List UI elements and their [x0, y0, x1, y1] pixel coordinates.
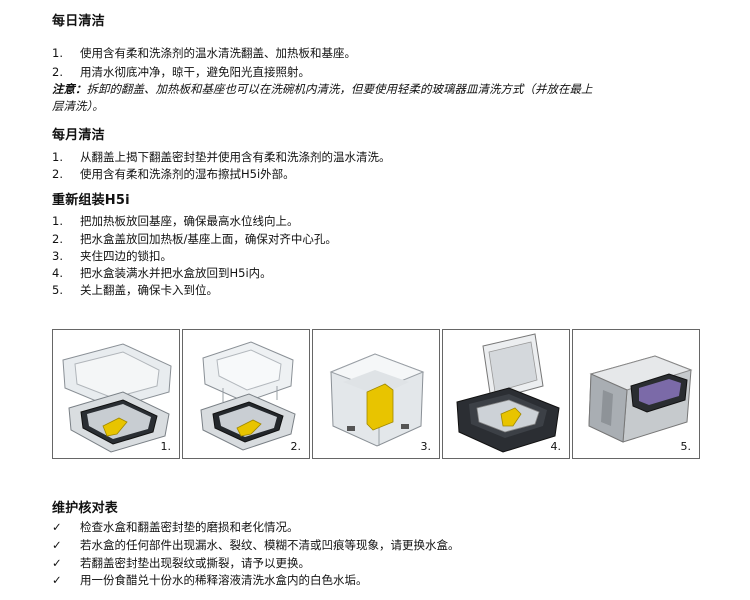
- reassemble-item-5: 5. 关上翻盖，确保卡入到位。: [52, 282, 218, 298]
- checklist-item-4: ✓ 用一份食醋兑十份水的稀释溶液清洗水盒内的白色水垢。: [52, 572, 368, 588]
- monthly-item-2-num: 2.: [52, 167, 63, 181]
- checklist-item-3: ✓ 若翻盖密封垫出现裂纹或撕裂，请予以更换。: [52, 555, 310, 571]
- reassemble-item-3-num: 3.: [52, 249, 63, 263]
- figure-2: 2.: [182, 329, 310, 459]
- reassemble-item-4-text: 把水盒装满水并把水盒放回到H5i内。: [80, 266, 272, 280]
- reassemble-item-5-text: 关上翻盖，确保卡入到位。: [80, 283, 218, 297]
- figure-1-number: 1.: [160, 440, 172, 453]
- figure-5-number: 5.: [680, 440, 692, 453]
- daily-item-2-text: 用清水彻底冲净，晾干，避免阳光直接照射。: [80, 65, 310, 79]
- reassemble-item-1: 1. 把加热板放回基座，确保最高水位线向上。: [52, 213, 299, 229]
- daily-item-1: 1. 使用含有柔和洗涤剂的温水清洗翻盖、加热板和基座。: [52, 45, 356, 61]
- check-icon: ✓: [52, 556, 62, 570]
- figure-3: 3.: [312, 329, 440, 459]
- reassemble-item-2-num: 2.: [52, 232, 63, 246]
- monthly-item-2: 2. 使用含有柔和洗涤剂的湿布擦拭H5i外部。: [52, 166, 295, 182]
- check-icon: ✓: [52, 573, 62, 587]
- daily-item-2: 2. 用清水彻底冲净，晾干，避免阳光直接照射。: [52, 64, 310, 80]
- check-icon: ✓: [52, 520, 62, 534]
- monthly-item-2-text: 使用含有柔和洗涤剂的湿布擦拭H5i外部。: [80, 167, 295, 181]
- note-line-2: 层清洗）。: [52, 99, 104, 113]
- tub-lid-lowering-illustration: [200, 341, 296, 451]
- reassemble-item-2: 2. 把水盒盖放回加热板/基座上面，确保对齐中心孔。: [52, 231, 337, 247]
- reassemble-item-2-text: 把水盒盖放回加热板/基座上面，确保对齐中心孔。: [80, 232, 337, 246]
- figure-4-number: 4.: [550, 440, 562, 453]
- monthly-item-1-text: 从翻盖上揭下翻盖密封垫并使用含有柔和洗涤剂的温水清洗。: [80, 150, 391, 164]
- monthly-heading: 每月清洁: [52, 128, 105, 143]
- device-open-insert-tub-illustration: [456, 333, 560, 453]
- device-closed-illustration: [588, 355, 693, 443]
- checklist-item-3-text: 若翻盖密封垫出现裂纹或撕裂，请予以更换。: [80, 556, 310, 570]
- reassemble-item-1-num: 1.: [52, 214, 63, 228]
- tub-assembled-illustration: [329, 353, 425, 447]
- reassemble-item-3: 3. 夹住四边的锁扣。: [52, 248, 172, 264]
- note-label: 注意：: [52, 82, 87, 96]
- check-icon: ✓: [52, 538, 62, 552]
- checklist-item-2-text: 若水盒的任何部件出现漏水、裂纹、模糊不清或凹痕等现象，请更换水盒。: [80, 538, 460, 552]
- reassemble-item-1-text: 把加热板放回基座，确保最高水位线向上。: [80, 214, 299, 228]
- daily-item-1-text: 使用含有柔和洗涤剂的温水清洗翻盖、加热板和基座。: [80, 46, 356, 60]
- checklist-item-1-text: 检查水盒和翻盖密封垫的磨损和老化情况。: [80, 520, 299, 534]
- figure-3-number: 3.: [420, 440, 432, 453]
- checklist-item-4-text: 用一份食醋兑十份水的稀释溶液清洗水盒内的白色水垢。: [80, 573, 368, 587]
- figure-5: 5.: [572, 329, 700, 459]
- daily-item-1-num: 1.: [52, 46, 63, 60]
- reassemble-item-4-num: 4.: [52, 266, 63, 280]
- monthly-item-1: 1. 从翻盖上揭下翻盖密封垫并使用含有柔和洗涤剂的温水清洗。: [52, 149, 391, 165]
- reassemble-item-3-text: 夹住四边的锁扣。: [80, 249, 172, 263]
- checklist-heading: 维护核对表: [52, 501, 119, 516]
- checklist-item-1: ✓ 检查水盒和翻盖密封垫的磨损和老化情况。: [52, 519, 299, 535]
- reassemble-item-5-num: 5.: [52, 283, 63, 297]
- figure-2-number: 2.: [290, 440, 302, 453]
- monthly-item-1-num: 1.: [52, 150, 63, 164]
- note-line-1: 拆卸的翻盖、加热板和基座也可以在洗碗机内清洗，但要使用轻柔的玻璃器皿清洗方式（并…: [86, 82, 593, 96]
- checklist-item-2: ✓ 若水盒的任何部件出现漏水、裂纹、模糊不清或凹痕等现象，请更换水盒。: [52, 537, 460, 553]
- figure-1: 1.: [52, 329, 180, 459]
- daily-item-2-num: 2.: [52, 65, 63, 79]
- tub-lid-open-illustration: [62, 343, 172, 453]
- daily-note: 注意：拆卸的翻盖、加热板和基座也可以在洗碗机内清洗，但要使用轻柔的玻璃器皿清洗方…: [52, 81, 692, 115]
- reassemble-item-4: 4. 把水盒装满水并把水盒放回到H5i内。: [52, 265, 272, 281]
- reassemble-heading: 重新组装H5i: [52, 193, 130, 208]
- figure-4: 4.: [442, 329, 570, 459]
- daily-heading: 每日清洁: [52, 14, 105, 29]
